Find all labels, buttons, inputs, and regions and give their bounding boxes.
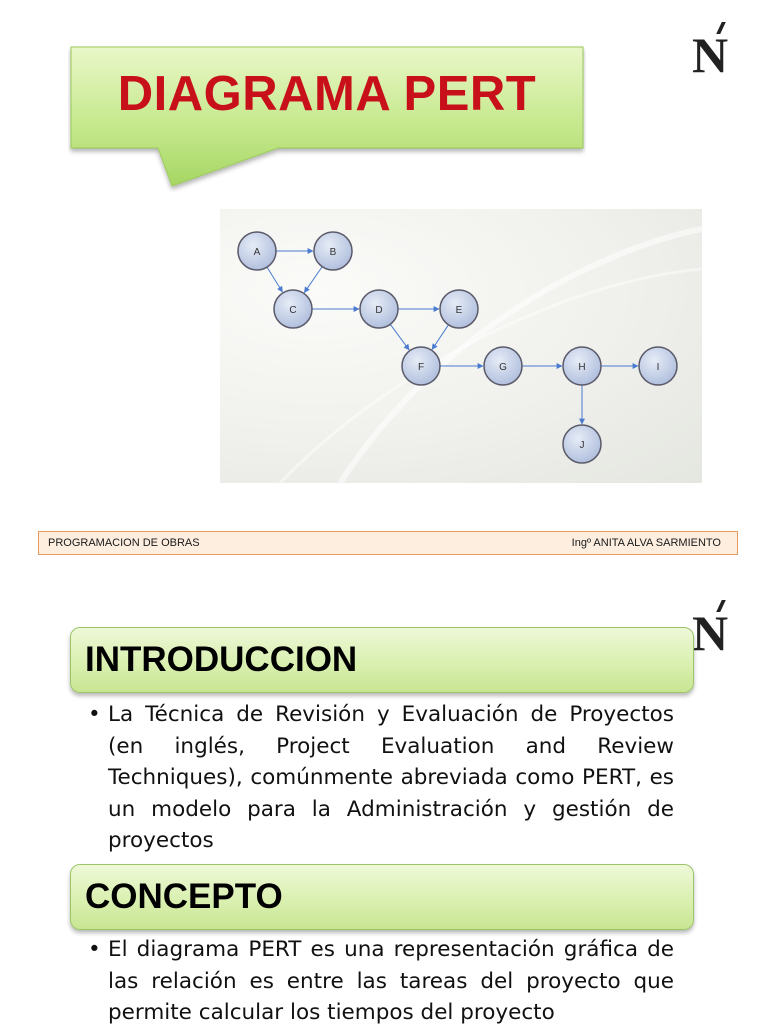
node-label: H — [578, 362, 585, 373]
node-label: B — [330, 247, 337, 258]
footer-author: Ingº ANITA ALVA SARMIENTO — [571, 537, 721, 549]
edge-b-c — [303, 266, 323, 294]
node-g: G — [483, 346, 523, 386]
section-heading: CONCEPTO — [85, 877, 283, 916]
node-label: A — [254, 247, 261, 258]
section-header-concepto: CONCEPTO — [70, 864, 694, 930]
footer-course: PROGRAMACION DE OBRAS — [48, 537, 200, 549]
edge-e-f — [431, 324, 449, 350]
edge-d-f — [389, 323, 410, 351]
node-circle — [562, 346, 602, 386]
bullet-dot: • — [88, 937, 101, 962]
callout-shape — [70, 46, 584, 187]
node-i: I — [638, 346, 678, 386]
node-label: I — [657, 362, 660, 373]
section-heading: INTRODUCCION — [85, 640, 358, 679]
node-circle — [439, 289, 479, 329]
node-circle — [313, 231, 353, 271]
node-c: C — [273, 289, 313, 329]
logo-icon: N — [692, 600, 736, 664]
node-d: D — [359, 289, 399, 329]
node-circle — [401, 346, 441, 386]
bullet-text: La Técnica de Revisión y Evaluación de P… — [108, 702, 674, 853]
node-a: A — [237, 231, 277, 271]
pert-network: A B C D E F G H I J — [237, 226, 702, 483]
slide-title: DIAGRAMA PERT — [117, 67, 537, 121]
node-j: J — [562, 424, 602, 464]
node-label: D — [375, 305, 382, 316]
node-label: F — [418, 362, 424, 373]
node-e: E — [439, 289, 479, 329]
bullet-concepto: • El diagrama PERT es una representación… — [88, 934, 674, 1029]
footer-band: PROGRAMACION DE OBRAS Ingº ANITA ALVA SA… — [38, 531, 738, 555]
node-circle — [562, 424, 602, 464]
title-callout: DIAGRAMA PERT — [68, 44, 586, 192]
node-circle — [638, 346, 678, 386]
logo-icon: N — [692, 22, 736, 86]
logo-letter: N — [692, 27, 729, 83]
logo-letter: N — [692, 605, 729, 661]
node-f: F — [401, 346, 441, 386]
node-circle — [237, 231, 277, 271]
edge-a-c — [266, 266, 283, 293]
node-circle — [359, 289, 399, 329]
pert-diagram: A B C D E F G H I J — [220, 209, 702, 483]
bullet-dot: • — [88, 702, 101, 727]
node-b: B — [313, 231, 353, 271]
node-label: C — [289, 305, 296, 316]
bullet-text: El diagrama PERT es una representación g… — [108, 937, 674, 1025]
node-h: H — [562, 346, 602, 386]
node-label: J — [580, 440, 585, 451]
node-label: G — [499, 362, 507, 373]
bullet-introduccion: • La Técnica de Revisión y Evaluación de… — [88, 699, 674, 857]
slide-2: N INTRODUCCION • La Técnica de Revisión … — [0, 580, 768, 1025]
node-label: E — [456, 305, 463, 316]
slide-1: DIAGRAMA PERT N A B C D E F G H I J PROGRAMACION … — [38, 22, 738, 555]
section-header-introduccion: INTRODUCCION — [70, 627, 694, 693]
node-circle — [273, 289, 313, 329]
node-circle — [483, 346, 523, 386]
